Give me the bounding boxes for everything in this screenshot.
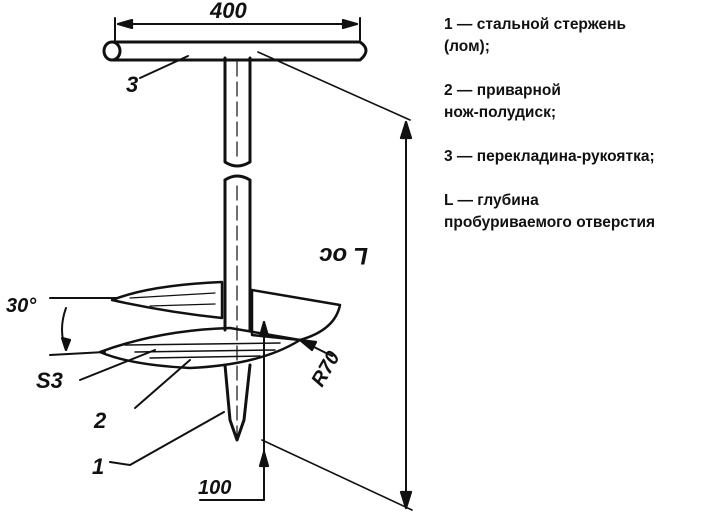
- crossbar-handle: [102, 40, 368, 62]
- tip-dimension: [199, 320, 270, 501]
- part-3-label: 3: [126, 72, 138, 97]
- part-1-label: 1: [92, 454, 104, 479]
- angle-label: 30°: [6, 295, 37, 317]
- steel-rod-lower: [223, 174, 252, 441]
- thickness-label: S3: [36, 368, 63, 393]
- legend-item: 2 — приварной нож-полудиск;: [444, 80, 714, 124]
- depth-label: L ос: [319, 242, 368, 269]
- half-disc-knife: [98, 280, 342, 370]
- depth-dimension: [257, 51, 413, 511]
- legend-item: 3 — перекладина-рукоятка;: [444, 146, 714, 168]
- legend-line: нож-полудиск;: [444, 104, 557, 121]
- legend-line: 3 — перекладина-рукоятка;: [444, 148, 655, 165]
- legend-line: 1 — стальной стержень: [444, 16, 626, 33]
- radius-label: R70: [307, 348, 344, 391]
- handle-width-label: 400: [209, 0, 247, 23]
- auger-drawing: 400 L ос 30° S3 R70 100 3 2 1: [6, 0, 413, 511]
- legend-line: (лом);: [444, 38, 490, 55]
- tip-label: 100: [198, 477, 231, 499]
- legend-line: L — глубина: [444, 192, 539, 209]
- handle-width-dimension: [114, 17, 361, 41]
- legend-line: 2 — приварной: [444, 82, 561, 99]
- part-2-label: 2: [93, 408, 107, 433]
- legend: 1 — стальной стержень (лом); 2 — приварн…: [444, 14, 714, 256]
- legend-item: L — глубина пробуриваемого отверстия: [444, 190, 714, 234]
- legend-item: 1 — стальной стержень (лом);: [444, 14, 714, 58]
- steel-rod-upper: [223, 56, 252, 168]
- rod-tip: [223, 363, 252, 442]
- angle-dimension: [49, 297, 119, 356]
- legend-line: пробуриваемого отверстия: [444, 214, 656, 231]
- radius-leader: [298, 338, 333, 357]
- part-leaders: [79, 55, 225, 466]
